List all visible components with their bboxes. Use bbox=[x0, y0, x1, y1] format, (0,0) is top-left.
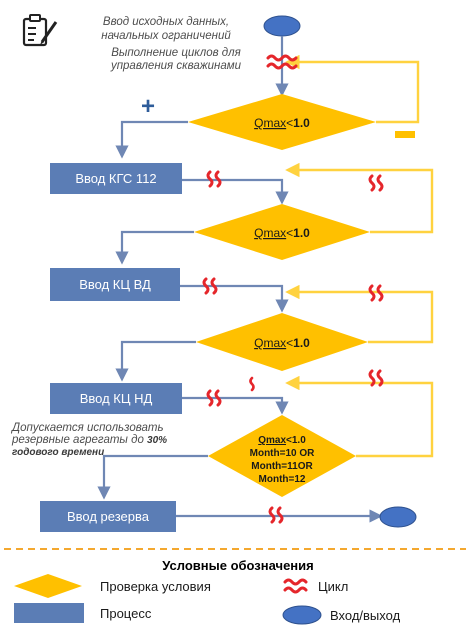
decision-2: Qmax<1.0 bbox=[194, 204, 370, 260]
note-line-1: Допускается использовать bbox=[10, 422, 164, 434]
svg-text:Ввод КЦ ВД: Ввод КЦ ВД bbox=[79, 277, 151, 292]
process-1: Ввод КГС 112 bbox=[50, 163, 182, 194]
legend-cycle-icon bbox=[283, 578, 308, 594]
legend-decision-label: Проверка условия bbox=[100, 579, 211, 594]
cycle-icon-p2 bbox=[202, 277, 218, 295]
svg-text:Month=11OR: Month=11OR bbox=[251, 461, 313, 472]
checklist-pencil-icon bbox=[22, 14, 58, 47]
cycle-icon-p3 bbox=[206, 389, 222, 407]
svg-text:Qmax<1.0: Qmax<1.0 bbox=[254, 226, 310, 240]
header-line-3: Выполнение циклов для bbox=[111, 47, 241, 59]
legend-decision-swatch bbox=[14, 574, 82, 598]
legend-terminal-label: Вход/выход bbox=[330, 608, 401, 623]
cycle-icon-loop-3 bbox=[368, 284, 384, 302]
end-terminal bbox=[379, 506, 417, 528]
svg-text:Qmax<1.0: Qmax<1.0 bbox=[258, 435, 306, 446]
header-line-4: управления скважинами bbox=[110, 60, 242, 72]
header-line-1: Ввод исходных данных, bbox=[103, 16, 229, 28]
cycle-icon-p4 bbox=[268, 506, 284, 524]
legend-process-swatch bbox=[14, 603, 84, 623]
legend-title: Условные обозначения bbox=[162, 558, 313, 573]
svg-text:Ввод резерва: Ввод резерва bbox=[67, 509, 150, 524]
svg-text:Month=12: Month=12 bbox=[259, 474, 306, 485]
svg-text:Qmax<1.0: Qmax<1.0 bbox=[254, 116, 310, 130]
svg-text:Ввод КГС 112: Ввод КГС 112 bbox=[75, 171, 156, 186]
cycle-icon-loop-4 bbox=[368, 369, 384, 387]
cycle-icon-p1 bbox=[206, 170, 222, 188]
legend-process-label: Процесс bbox=[100, 606, 152, 621]
decision-4: Qmax<1.0 Month=10 OR Month=11OR Month=12 bbox=[208, 415, 356, 497]
process-2: Ввод КЦ ВД bbox=[50, 268, 180, 301]
process-3: Ввод КЦ НД bbox=[50, 383, 182, 414]
svg-text:Month=10 OR: Month=10 OR bbox=[250, 448, 316, 459]
minus-label bbox=[395, 131, 415, 138]
legend-terminal-swatch bbox=[282, 605, 322, 625]
start-terminal bbox=[263, 15, 301, 37]
cycle-icon-loop-4-entry bbox=[249, 376, 255, 392]
note-line-2: резервные агрегаты до 30% bbox=[11, 434, 167, 446]
loop-arrows bbox=[285, 54, 434, 458]
header-line-2: начальных ограничений bbox=[101, 30, 231, 42]
wavy-cycle-icon bbox=[266, 54, 298, 70]
legend-cycle-label: Цикл bbox=[318, 579, 348, 594]
process-4: Ввод резерва bbox=[40, 501, 176, 532]
decision-1: Qmax<1.0 bbox=[188, 94, 376, 150]
svg-text:Qmax<1.0: Qmax<1.0 bbox=[254, 336, 310, 350]
cycle-icon-loop-2 bbox=[368, 174, 384, 192]
svg-text:Ввод КЦ НД: Ввод КЦ НД bbox=[80, 391, 153, 406]
decision-3: Qmax<1.0 bbox=[196, 313, 368, 371]
note-line-3: годового времени bbox=[12, 447, 104, 458]
plus-label: + bbox=[141, 93, 155, 120]
